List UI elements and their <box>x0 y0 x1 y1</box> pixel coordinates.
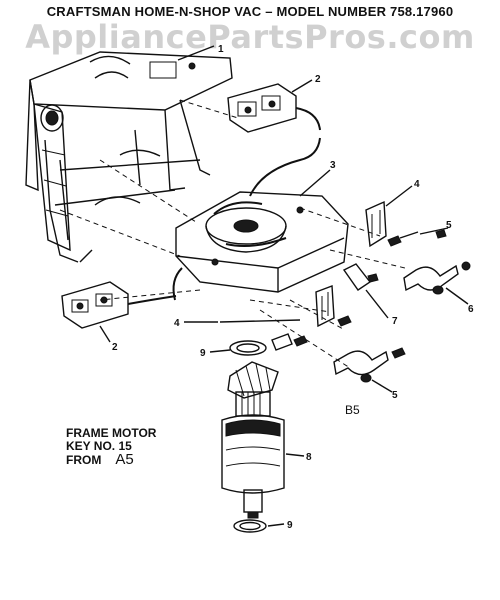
brush-clip-part-4-lower[interactable] <box>219 285 352 328</box>
motor-frame-part-1[interactable] <box>25 45 233 263</box>
callout-4-upper: 4 <box>414 179 420 190</box>
callout-1: 1 <box>218 44 224 55</box>
washer-part-9-upper[interactable] <box>209 340 267 356</box>
diagram-title: CRAFTSMAN HOME-N-SHOP VAC – MODEL NUMBER… <box>46 4 454 19</box>
callout-9-lower: 9 <box>287 520 293 531</box>
callout-5-lower: 5 <box>392 390 398 401</box>
washer-part-9-lower[interactable] <box>233 519 285 533</box>
callout-7: 7 <box>392 316 398 327</box>
note-from-value: A5 <box>115 451 134 468</box>
callout-6: 6 <box>468 304 474 315</box>
callout-5-upper: 5 <box>446 220 452 231</box>
note-line-3: FROM A5 <box>66 451 156 468</box>
note-from-label: FROM <box>66 453 102 467</box>
stator-field-part-3[interactable] <box>172 137 349 301</box>
brush-holder-part-2-lower[interactable] <box>61 281 177 343</box>
insulator-part-7[interactable] <box>342 263 389 319</box>
note-line-2: KEY NO. 15 <box>66 439 132 453</box>
brush-holder-part-2-upper[interactable] <box>227 79 321 133</box>
callout-2-upper: 2 <box>315 74 321 85</box>
brush-clip-part-4-upper[interactable] <box>365 185 419 248</box>
frame-motor-note: FRAME MOTOR KEY NO. 15 FROM A5 <box>66 426 157 468</box>
callout-9-upper: 9 <box>200 348 206 359</box>
callout-8: 8 <box>306 452 312 463</box>
watermark: AppliancePartsPros.com <box>25 18 475 56</box>
callout-2-lower: 2 <box>112 342 118 353</box>
screw-part-5-upper[interactable] <box>419 227 449 239</box>
screw-part-5-lower[interactable] <box>271 333 406 393</box>
alignment-lines <box>59 99 406 369</box>
clamp-part-6[interactable] <box>403 261 471 305</box>
callout-3: 3 <box>330 160 336 171</box>
armature-part-8[interactable] <box>221 361 305 519</box>
section-label: B5 <box>345 403 360 417</box>
callout-4-lower: 4 <box>174 318 180 329</box>
note-line-1: FRAME MOTOR <box>66 426 157 440</box>
